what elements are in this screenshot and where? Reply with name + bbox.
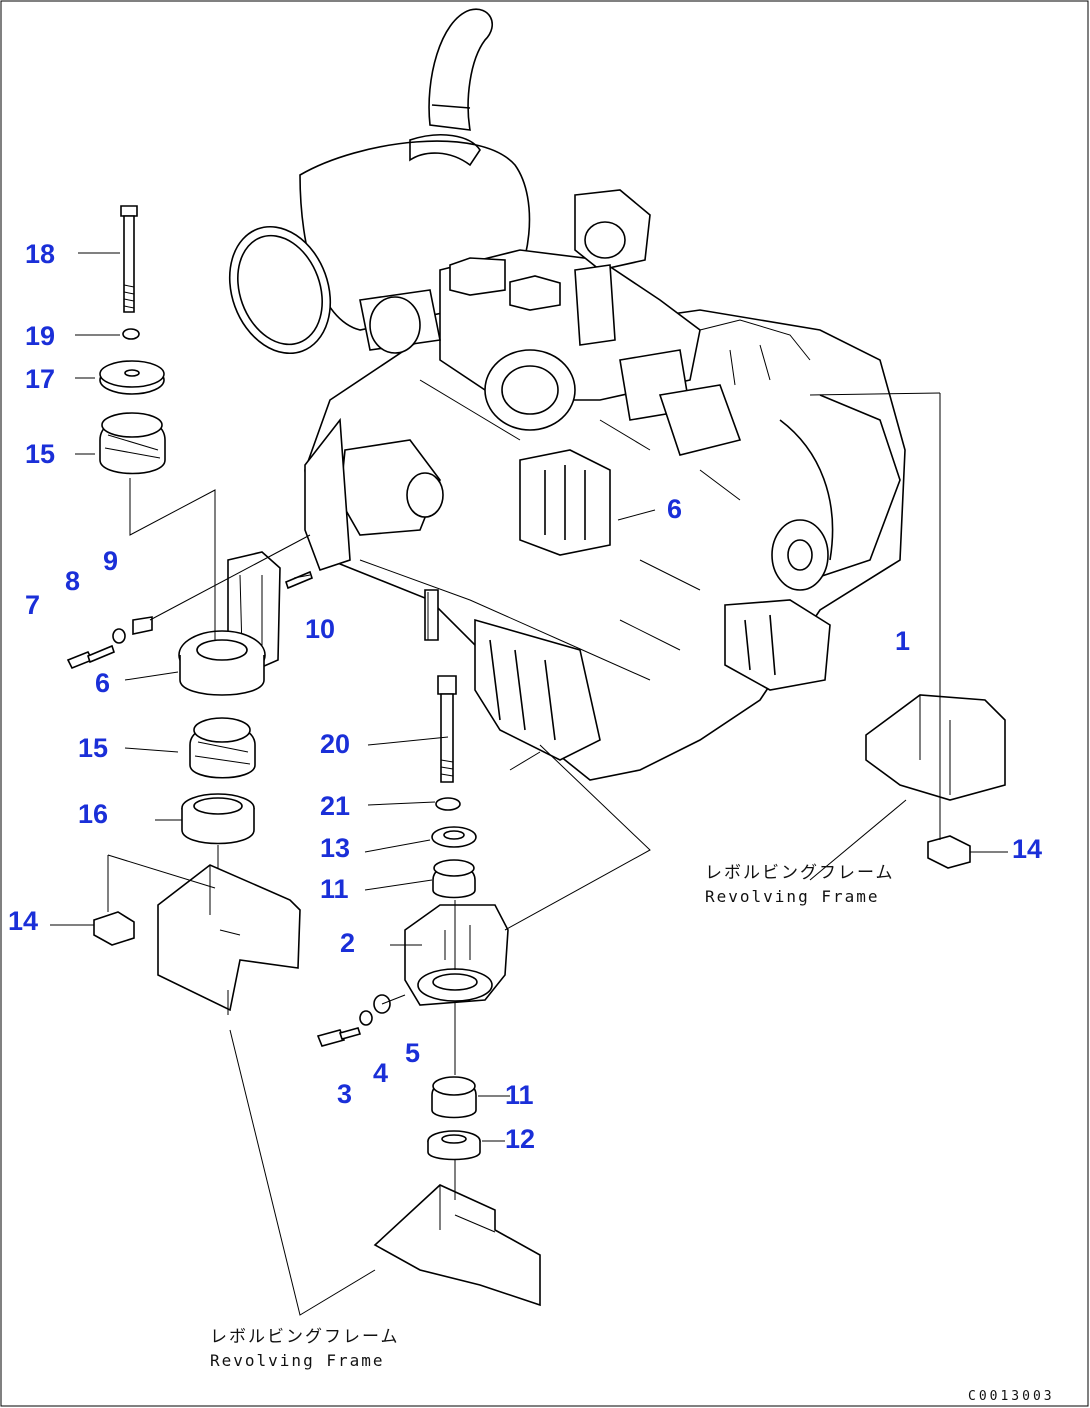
callout-12: 12 [505, 1124, 535, 1154]
callout-15-bottom: 15 [78, 733, 108, 763]
frame-label-bottom-en: Revolving Frame [210, 1351, 385, 1370]
engine-assembly [228, 8, 906, 781]
callout-15-top: 15 [25, 439, 55, 469]
callout-8: 8 [65, 566, 80, 596]
callout-14-left: 14 [8, 906, 38, 936]
center-mount-parts [316, 675, 541, 1307]
callout-21: 21 [320, 791, 350, 821]
callout-5: 5 [405, 1038, 420, 1068]
callout-6-engine: 6 [667, 494, 682, 524]
callout-6-left: 6 [95, 668, 110, 698]
callout-16: 16 [78, 799, 108, 829]
callout-4: 4 [373, 1058, 388, 1088]
callout-17: 17 [25, 364, 55, 394]
frame-label-bottom-jp: レボルビングフレーム [210, 1327, 400, 1347]
leader-lines [50, 252, 1008, 1316]
callout-labels: 18 19 17 15 9 8 7 10 6 6 15 16 14 20 21 … [8, 239, 1042, 1154]
frame-label-right-en: Revolving Frame [705, 887, 880, 906]
right-mount-parts [865, 694, 1006, 869]
callout-11-bottom: 11 [505, 1080, 534, 1110]
callout-13: 13 [320, 833, 350, 863]
callout-7: 7 [25, 590, 40, 620]
callout-20: 20 [320, 729, 350, 759]
callout-18: 18 [25, 239, 55, 269]
drawing-code: C0013003 [968, 1389, 1055, 1404]
frame-labels: レボルビングフレーム Revolving Frame レボルビングフレーム Re… [210, 863, 895, 1370]
frame-label-right-jp: レボルビングフレーム [705, 863, 895, 883]
callout-19: 19 [25, 321, 55, 351]
left-mount-parts [66, 205, 313, 1012]
frame-arrow-left [229, 1029, 376, 1316]
callout-1: 1 [895, 626, 910, 656]
callout-3: 3 [337, 1079, 352, 1109]
frame-arrow-right [809, 799, 907, 881]
callout-14-right: 14 [1012, 834, 1042, 864]
callout-10: 10 [305, 614, 335, 644]
callout-9: 9 [103, 546, 118, 576]
callout-2: 2 [340, 928, 355, 958]
callout-11-top: 11 [320, 874, 349, 904]
